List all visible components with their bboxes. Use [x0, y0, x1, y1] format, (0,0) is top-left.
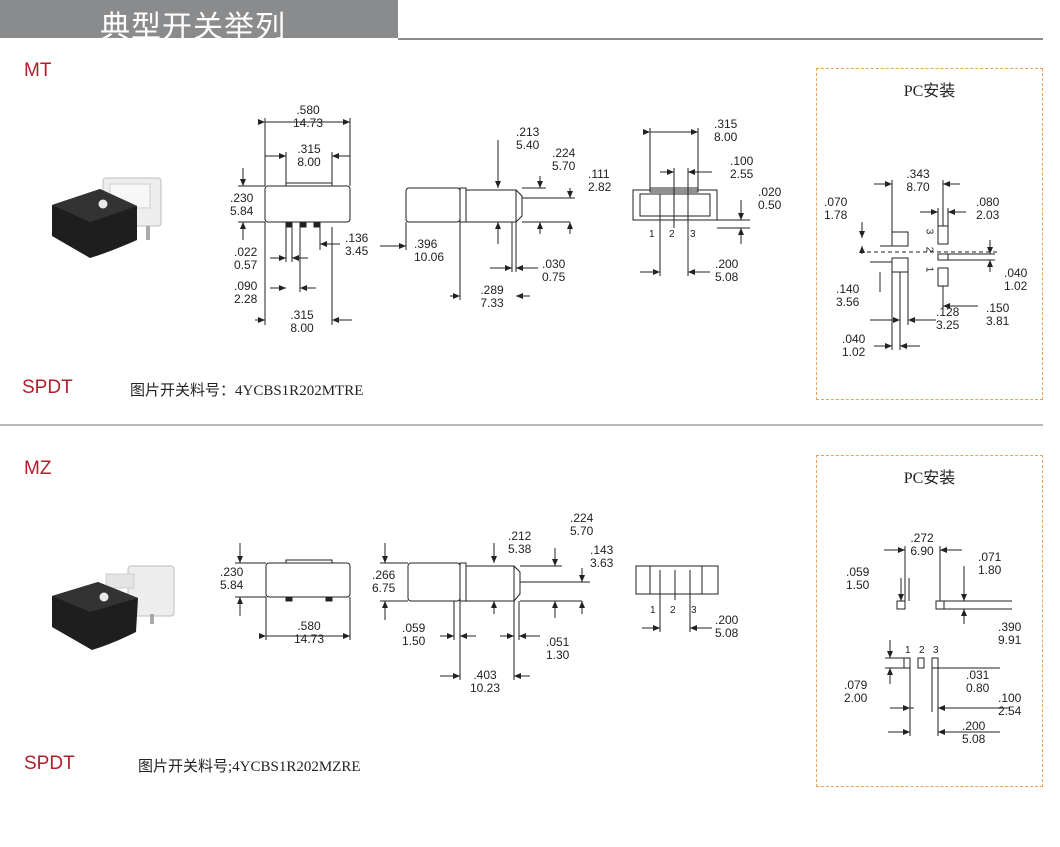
mz-pc-title: PC安装 — [903, 470, 956, 487]
mz-type-label: SPDT — [24, 753, 75, 774]
mz-pin-2: 2 — [670, 605, 676, 616]
mt-pc-pin-2: 2 — [923, 246, 935, 253]
header-bar — [0, 0, 398, 38]
page-title: 典型开关举列 — [100, 10, 286, 45]
mt-pin-3: 3 — [690, 229, 696, 240]
mt-pc-pin-1: 1 — [923, 266, 935, 273]
mt-pc-pin-3: 3 — [923, 228, 935, 235]
mz-pc-pin-3: 3 — [933, 645, 939, 656]
mz-pin-3: 3 — [691, 605, 697, 616]
mz-pc-pin-2: 2 — [919, 645, 925, 656]
mz-pc-mount-box: PC安装 — [816, 455, 1043, 787]
mz-model-label: MZ — [24, 458, 52, 479]
mz-pc-pin-1: 1 — [905, 645, 911, 656]
mt-switch-photo — [52, 177, 162, 258]
mt-pin-2: 2 — [669, 229, 675, 240]
mz-pad-a — [896, 600, 906, 610]
section-divider — [0, 424, 1043, 426]
mz-front-body — [265, 562, 351, 598]
mt-type-label: SPDT — [22, 377, 73, 398]
mz-end-view — [635, 565, 719, 595]
mz-pin-1: 1 — [650, 605, 656, 616]
mt-front-body — [264, 185, 351, 223]
mt-pc-mount-box: PC安装 — [816, 68, 1043, 400]
mt-side-actuator — [405, 187, 461, 223]
mz-part-number: 图片开关料号;4YCBS1R202MZRE — [138, 759, 361, 775]
header-rule — [398, 38, 1043, 40]
mt-model-label: MT — [24, 60, 52, 81]
mt-pad-1 — [891, 231, 909, 247]
mt-end-view — [632, 189, 718, 221]
mz-switch-photo — [52, 565, 175, 650]
mt-pc-title: PC安装 — [903, 83, 956, 100]
mz-pad-1 — [903, 657, 911, 669]
mz-side-actuator — [407, 562, 461, 602]
mt-pin-1: 1 — [649, 229, 655, 240]
mt-part-number: 图片开关料号：4YCBS1R202MTRE — [130, 383, 364, 399]
